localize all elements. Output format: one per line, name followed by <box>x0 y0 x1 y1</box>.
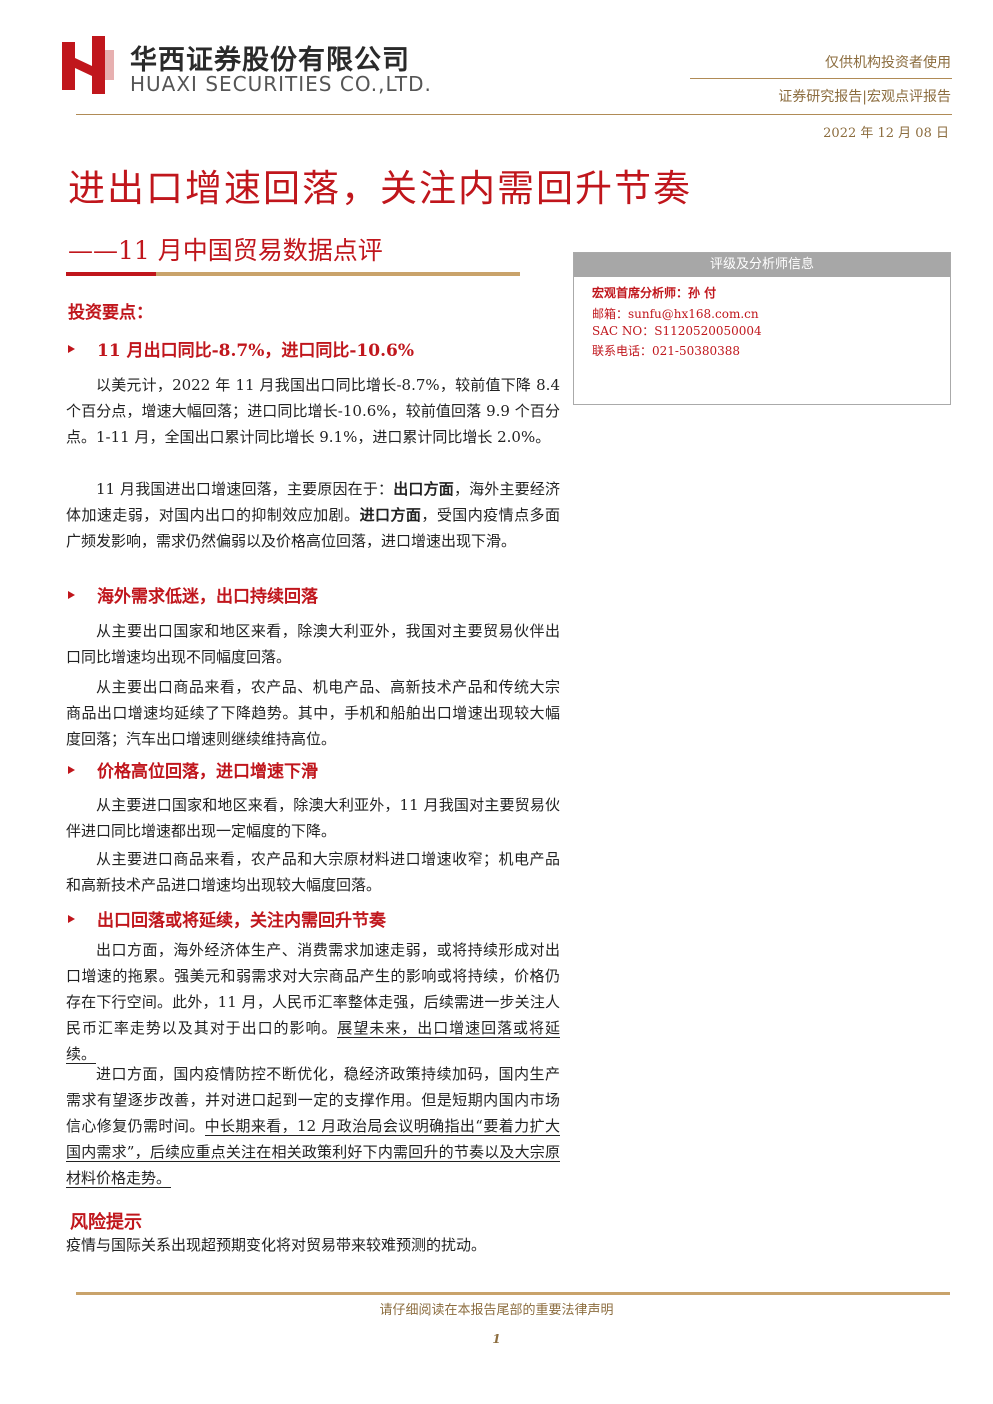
bullet-triangle-icon <box>68 766 75 774</box>
page-title: 进出口增速回落，关注内需回升节奏 <box>68 167 692 210</box>
point-heading: 11 月出口同比-8.7%，进口同比-10.6% <box>68 336 414 361</box>
company-name-cn: 华西证券股份有限公司 <box>130 45 410 76</box>
huaxi-logo-icon <box>62 36 114 94</box>
paragraph: 以美元计，2022 年 11 月我国出口同比增长-8.7%，较前值下降 8.4 … <box>66 376 560 446</box>
analyst-box-heading: 评级及分析师信息 <box>574 253 950 277</box>
subtitle-rule <box>66 272 520 276</box>
risk-title: 风险提示 <box>70 1212 142 1233</box>
legal-notice: 请仔细阅读在本报告尾部的重要法律声明 <box>379 1303 614 1318</box>
bullet-triangle-icon <box>68 915 75 923</box>
paragraph: 从主要出口国家和地区来看，除澳大利亚外，我国对主要贸易伙伴出口同比增速均出现不同… <box>66 622 560 666</box>
paragraph: 从主要进口国家和地区来看，除澳大利亚外，11 月我国对主要贸易伙伴进口同比增速都… <box>66 796 560 840</box>
header-divider <box>690 78 952 79</box>
point-heading: 出口回落或将延续，关注内需回升节奏 <box>68 906 386 931</box>
audience-note: 仅供机构投资者使用 <box>825 55 951 71</box>
paragraph: 11 月我国进出口增速回落，主要原因在于：出口方面，海外主要经济体加速走弱，对国… <box>66 480 560 550</box>
analyst-sac: SAC NO：S1120520050004 <box>592 324 762 338</box>
header-rule <box>76 114 952 115</box>
underlined-conclusion: 中长期来看，12 月政治局会议明确指出“要着力扩大国内需求”，后续应重点关注在相… <box>66 1117 560 1188</box>
underlined-conclusion: 展望未来，出口增速回落或将延续。 <box>66 1019 560 1064</box>
risk-text: 疫情与国际关系出现超预期变化将对贸易带来较难预测的扰动。 <box>66 1236 487 1254</box>
report-date: 2022 年 12 月 08 日 <box>823 126 949 141</box>
section-label: 投资要点： <box>68 303 153 323</box>
analyst-info-box: 评级及分析师信息 宏观首席分析师：孙 付 邮箱：sunfu@hx168.com.… <box>573 252 951 405</box>
page-number: 1 <box>492 1332 501 1346</box>
analyst-email: 邮箱：sunfu@hx168.com.cn <box>592 307 759 321</box>
paragraph: 从主要出口商品来看，农产品、机电产品、高新技术产品和传统大宗商品出口增速均延续了… <box>66 678 560 748</box>
report-type: 证券研究报告|宏观点评报告 <box>778 89 951 105</box>
paragraph: 从主要进口商品来看，农产品和大宗原材料进口增速收窄；机电产品和高新技术产品进口增… <box>66 850 560 894</box>
paragraph: 出口方面，海外经济体生产、消费需求加速走弱，或将持续形成对出口增速的拖累。强美元… <box>66 941 560 1064</box>
company-name-en: HUAXI SECURITIES CO.,LTD. <box>130 72 432 96</box>
point-heading: 海外需求低迷，出口持续回落 <box>68 582 318 607</box>
point-heading: 价格高位回落，进口增速下滑 <box>68 757 318 782</box>
analyst-name: 宏观首席分析师：孙 付 <box>592 286 717 300</box>
bullet-triangle-icon <box>68 591 75 599</box>
paragraph: 进口方面，国内疫情防控不断优化，稳经济政策持续加码，国内生产需求有望逐步改善，并… <box>66 1065 560 1188</box>
footer-rule <box>76 1292 950 1295</box>
page-subtitle: ——11 月中国贸易数据点评 <box>68 236 383 265</box>
bullet-triangle-icon <box>68 345 75 353</box>
analyst-phone: 联系电话：021-50380388 <box>592 344 741 358</box>
